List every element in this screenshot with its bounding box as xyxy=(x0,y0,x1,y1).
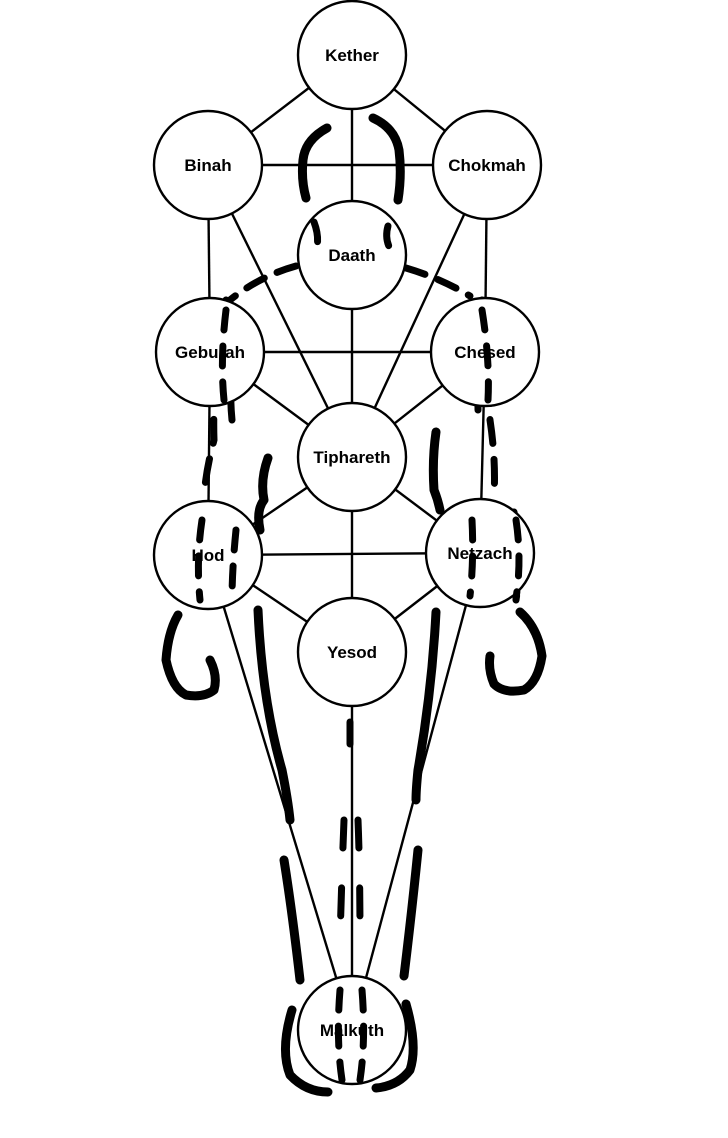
left-leg-outer xyxy=(253,605,295,825)
feet-inner-right-overlay xyxy=(356,986,368,1084)
sephirah-daath xyxy=(296,199,408,311)
sephirah-chokmah xyxy=(431,109,543,221)
right-foot xyxy=(371,999,418,1093)
sephirah-label-netzach: Netzach xyxy=(447,544,512,563)
left-forearm-inner-overlay xyxy=(228,526,240,604)
left-hand xyxy=(161,610,220,701)
sephirah-label-kether: Kether xyxy=(325,46,379,65)
sephirah-kether xyxy=(296,0,408,111)
head-outline-right xyxy=(368,113,405,205)
right-leg-outer xyxy=(411,607,441,805)
figure-overlay-strokes xyxy=(194,218,523,1084)
sephirah-geburah xyxy=(154,296,266,408)
sephirah-circle-daath xyxy=(296,199,408,311)
sephirah-circle-malkuth xyxy=(296,974,408,1086)
path-netzach-malkuth xyxy=(350,552,482,1031)
neck-right-overlay xyxy=(383,222,396,256)
sephirah-circle-chokmah xyxy=(431,109,543,221)
right-leg-lower xyxy=(399,845,423,981)
right-forearm-inner-overlay xyxy=(466,516,477,600)
sephirah-label-daath: Daath xyxy=(328,246,375,265)
right-arm-outer xyxy=(478,296,498,500)
right-shoulder xyxy=(402,264,474,300)
sephirah-label-chesed: Chesed xyxy=(454,343,515,362)
right-torso-side xyxy=(428,427,445,515)
sephirah-label-chokmah: Chokmah xyxy=(448,156,525,175)
sephirah-label-binah: Binah xyxy=(184,156,231,175)
path-hod-malkuth xyxy=(206,554,354,1031)
feet-inner-left-overlay xyxy=(334,986,346,1084)
sephirah-yesod xyxy=(296,596,408,708)
sephirah-label-malkuth: Malkuth xyxy=(320,1021,384,1040)
right-arm-overlay xyxy=(478,306,492,404)
left-arm-overlay xyxy=(218,306,230,404)
sephirah-circle-kether xyxy=(296,0,408,111)
sephirah-label-hod: Hod xyxy=(191,546,224,565)
sephirah-circle-netzach xyxy=(424,497,536,609)
head-outline-left xyxy=(297,123,332,203)
sephirah-label-yesod: Yesod xyxy=(327,643,377,662)
sephirah-label-tiphareth: Tiphareth xyxy=(313,448,390,467)
left-forearm-overlay xyxy=(194,516,206,604)
sephirah-netzach xyxy=(424,497,536,609)
inner-leg-left xyxy=(336,816,348,944)
sephirah-label-geburah: Geburah xyxy=(175,343,245,362)
left-shoulder xyxy=(226,262,300,304)
sephirah-tiphareth xyxy=(296,401,408,513)
left-foot xyxy=(280,1005,333,1097)
sephirah-binah xyxy=(152,109,264,221)
left-leg-lower xyxy=(279,855,305,985)
sephirah-circle-binah xyxy=(152,109,264,221)
inner-leg-right xyxy=(354,816,364,944)
sephirah-malkuth xyxy=(296,974,408,1086)
right-hand xyxy=(485,607,547,696)
sephirah-circle-geburah xyxy=(154,296,266,408)
sephirah-circle-yesod xyxy=(296,596,408,708)
sephirah-circle-tiphareth xyxy=(296,401,408,513)
neck-left-overlay xyxy=(310,218,322,254)
right-forearm-overlay xyxy=(512,516,523,602)
